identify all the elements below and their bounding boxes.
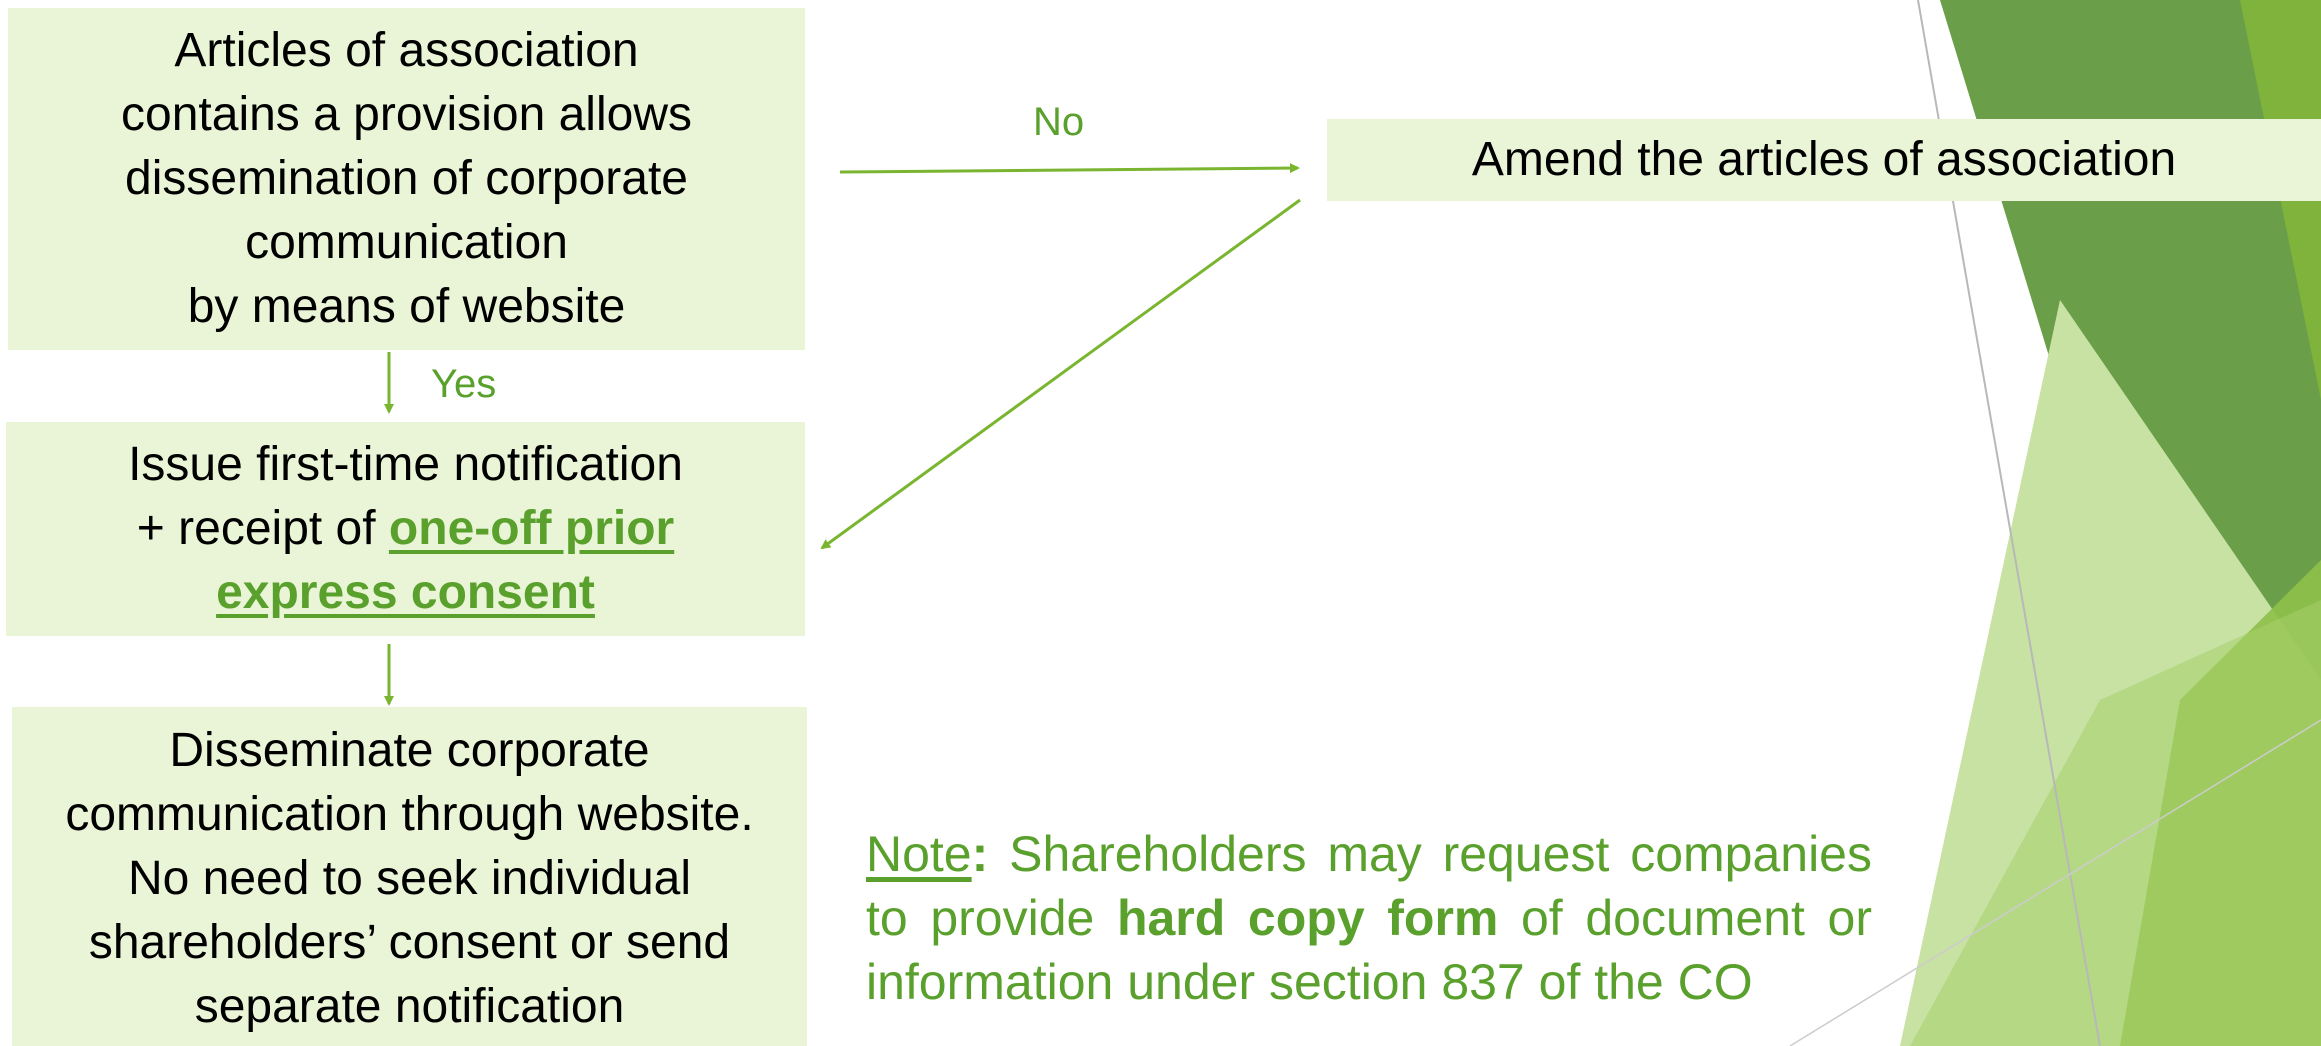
notify-line2: + receipt of one-off prior [128, 497, 683, 561]
notify-line1: Issue first-time notification [128, 438, 683, 491]
condition-line: contains a provision allows [121, 88, 692, 141]
notify-line3: express consent [128, 561, 683, 625]
condition-line: by means of website [187, 280, 626, 333]
label-no: No [1033, 100, 1085, 144]
disseminate-line: No need to seek individual [127, 852, 692, 905]
condition-box: Articles of association contains a provi… [8, 8, 805, 350]
condition-line: Articles of association [174, 24, 639, 77]
disseminate-line: Disseminate corporate [169, 724, 650, 777]
disseminate-line: shareholders’ consent or send [88, 916, 731, 969]
note-paragraph: Note: Shareholders may request companies… [866, 822, 1872, 1014]
notify-box: Issue first-time notification + receipt … [6, 422, 805, 636]
note-bold: hard copy form [1116, 890, 1499, 946]
deco-overlay-shard [1910, 600, 2321, 1046]
disseminate-line: separate notification [194, 980, 625, 1033]
arrow-no [839, 163, 1300, 174]
notify-line2-prefix: + receipt of [136, 502, 389, 555]
condition-line: dissemination of corporate [125, 152, 688, 205]
note-text-2: of document or information under section… [866, 890, 1872, 1010]
note-label: Note [866, 826, 972, 882]
disseminate-box: Disseminate corporate communication thro… [12, 707, 807, 1046]
amend-text: Amend the articles of association [1471, 133, 2177, 186]
note-colon: : [971, 826, 989, 882]
consent-emphasis-2: express consent [216, 566, 595, 619]
deco-thin-line-2 [1789, 719, 2321, 1046]
condition-line: communication [245, 216, 568, 269]
arrow-amend-to-notify [820, 198, 1301, 550]
disseminate-line: communication through website. [65, 788, 754, 841]
consent-emphasis: one-off prior [388, 502, 675, 555]
label-yes: Yes [431, 362, 497, 406]
amend-box: Amend the articles of association [1327, 119, 2321, 201]
note-text-1: Shareholders may request companies to pr… [866, 826, 1872, 946]
